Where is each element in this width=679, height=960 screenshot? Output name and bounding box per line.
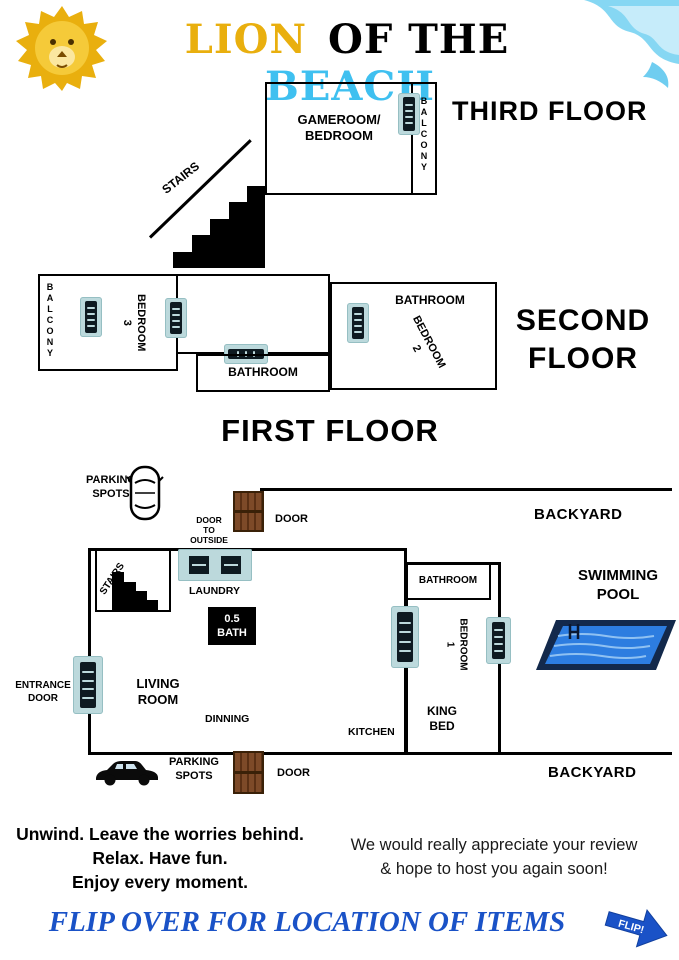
entrance-door-icon: [73, 656, 103, 714]
footer-message-left: Unwind. Leave the worries behind. Relax.…: [16, 824, 304, 893]
bathroom-label-first: BATHROOM: [418, 575, 478, 586]
parking-spots-bottom-label: PARKING SPOTS: [169, 756, 219, 782]
bathroom-lower-label: BATHROOM: [228, 365, 298, 379]
balcony-label-second: BALCONY: [45, 282, 55, 359]
flip-arrow-icon: FLIP!: [600, 898, 674, 956]
wave-icon: [556, 0, 679, 95]
pool-icon: [536, 614, 676, 676]
bedroom-3-label: BEDROOM 3: [121, 294, 147, 352]
car-top-view-icon: [124, 464, 166, 522]
third-floor-balcony: BALCONY: [411, 82, 437, 195]
second-floor-bathroom-box: BATHROOM: [196, 354, 330, 392]
backyard-bottom-label: BACKYARD: [548, 764, 637, 781]
door-bottom-label: DOOR: [277, 767, 310, 779]
stairs-icon-third: [173, 186, 265, 268]
footer-message-right: We would really appreciate your review &…: [350, 836, 638, 878]
living-room-label: LIVING ROOM: [136, 676, 180, 708]
laundry-machines-icon: [178, 549, 252, 581]
balcony-door-icon-second: [80, 297, 102, 337]
title-of-the: OF THE: [327, 16, 510, 63]
second-floor-left-room: BALCONY: [38, 274, 178, 371]
backyard-door-icon: [486, 617, 511, 664]
wood-door-icon-bottom: [233, 751, 264, 794]
balcony-label-third: BALCONY: [419, 96, 429, 173]
lion-logo: [6, 4, 118, 92]
backyard-top-label: BACKYARD: [534, 506, 623, 523]
wood-door-icon-top: [233, 491, 264, 532]
bathroom-upper-label: BATHROOM: [395, 293, 465, 307]
hall-door-icon-second: [165, 298, 187, 338]
page-title: LION OF THE BEACH: [110, 16, 590, 110]
backyard-fence-top: [260, 488, 672, 491]
flip-over-label: FLIP OVER FOR LOCATION OF ITEMS: [48, 906, 566, 938]
car-side-view-icon: [92, 758, 162, 788]
dinning-label: DINNING: [205, 713, 250, 725]
laundry-label: LAUNDRY: [189, 585, 240, 597]
second-floor-title: SECOND FLOOR: [515, 304, 651, 375]
gameroom-bedroom-label: GAMEROOM/ BEDROOM: [297, 112, 381, 144]
entrance-door-label: ENTRANCE DOOR: [15, 680, 71, 704]
third-floor-title: THIRD FLOOR: [452, 96, 648, 126]
backyard-fence-bottom: [260, 752, 672, 755]
half-bath-box: 0.5 BATH: [208, 607, 256, 645]
king-bed-label: KING BED: [427, 704, 457, 733]
first-floor-stairwell: [95, 548, 171, 612]
bathroom-door-icon-right: [347, 303, 369, 343]
title-lion: LION: [184, 16, 308, 63]
door-top-label: DOOR: [275, 513, 308, 525]
balcony-door-icon-third: [398, 93, 420, 135]
parking-spots-top-label: PARKING SPOTS: [86, 474, 136, 500]
bedroom-1-door-icon: [391, 606, 419, 668]
second-floor-right-room: [330, 282, 497, 390]
kitchen-label: KITCHEN: [348, 726, 395, 738]
bedroom-1-label: BEDROOM 1: [445, 618, 469, 671]
first-floor-bathroom-box: BATHROOM: [405, 562, 491, 600]
first-floor-title: FIRST FLOOR: [221, 413, 439, 448]
stairs-icon-first: [112, 572, 168, 610]
swimming-pool-label: SWIMMING POOL: [578, 567, 658, 603]
second-floor-mid-room: [176, 274, 330, 354]
door-to-outside-label: DOOR TO OUTSIDE: [190, 515, 228, 546]
